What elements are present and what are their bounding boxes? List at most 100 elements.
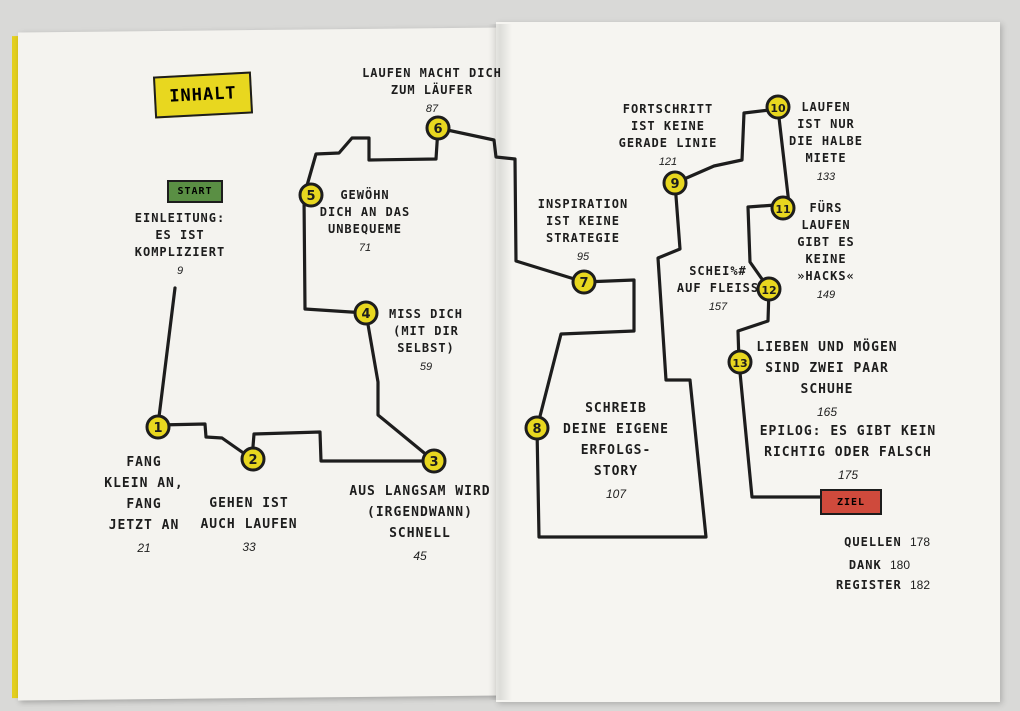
chapter-title-line: STRATEGIE — [545, 231, 621, 245]
marker-circle — [421, 448, 447, 474]
chapter-title-line: GEHEN IST — [209, 496, 289, 511]
page-title: INHALT — [152, 71, 254, 119]
chapter-title-line: DEINE EIGENE — [563, 422, 669, 437]
chapter-title-line: ES IST — [155, 228, 205, 242]
chapter-label-2: GEHEN IST AUCH LAUFEN 33 — [139, 493, 359, 558]
back-matter-page: 182 — [909, 578, 930, 592]
chapter-marker-9: 9 — [662, 170, 688, 196]
chapter-page-number: 33 — [242, 540, 256, 554]
chapter-title-line: AUS LANGSAM WIRD — [349, 484, 491, 499]
chapter-title-line: GIBT ES — [797, 235, 855, 249]
chapter-title-line: EINLEITUNG: — [134, 211, 226, 225]
marker-circle — [240, 446, 266, 472]
chapter-page-number: 45 — [413, 549, 427, 563]
chapter-marker-13: 13 — [727, 349, 753, 375]
chapter-title-line: LAUFEN MACHT DICH — [362, 66, 502, 80]
marker-circle — [727, 349, 753, 375]
marker-number: 10 — [770, 102, 786, 115]
chapter-title-line: MIETE — [805, 151, 847, 165]
marker-number: 7 — [579, 276, 588, 291]
chapter-marker-5: 5 — [298, 182, 324, 208]
back-matter-quellen: QUELLEN 178 — [830, 535, 930, 549]
chapter-marker-7: 7 — [571, 269, 597, 295]
chapter-page-number: 133 — [816, 171, 836, 183]
chapter-title-line: LAUFEN — [801, 218, 851, 232]
chapter-label-12: SCHEI%# AUF FLEISS 157 — [608, 263, 828, 316]
back-matter-label: REGISTER — [835, 578, 902, 592]
marker-circle — [756, 276, 782, 302]
chapter-title-line: LAUFEN — [801, 100, 851, 114]
chapter-title-line: SCHNELL — [389, 526, 451, 541]
book-gutter — [488, 24, 512, 700]
chapter-title-line: AUCH LAUFEN — [200, 517, 298, 532]
chapter-page-number: 107 — [605, 487, 627, 501]
chapter-marker-8: 8 — [524, 415, 550, 441]
marker-number: 11 — [775, 203, 790, 216]
chapter-label-4: MISS DICH (MIT DIR SELBST) 59 — [316, 306, 536, 376]
chapter-title-line: DIE HALBE — [788, 134, 864, 148]
chapter-title-line: KOMPLIZIERT — [134, 245, 226, 259]
chapter-page-number: 21 — [137, 541, 151, 555]
marker-circle — [425, 115, 451, 141]
chapter-page-number: 9 — [176, 265, 184, 277]
route-path — [156, 107, 822, 539]
back-matter-label: QUELLEN — [844, 535, 902, 549]
chapter-label-intro: EINLEITUNG: ES IST KOMPLIZIERT 9 — [70, 210, 290, 280]
chapter-page-number: 71 — [358, 242, 372, 254]
marker-number: 2 — [248, 453, 257, 468]
chapter-title-line: (MIT DIR — [393, 324, 459, 338]
marker-number: 5 — [306, 189, 315, 204]
marker-number: 3 — [429, 455, 438, 470]
chapter-title-line: SIND ZWEI PAAR — [765, 361, 889, 376]
chapter-title-line: GEWÖHN — [340, 188, 390, 202]
chapter-title-line: ZUM LÄUFER — [390, 83, 474, 97]
chapter-marker-3: 3 — [421, 448, 447, 474]
chapter-marker-11: 11 — [770, 195, 796, 221]
chapter-label-10: LAUFEN IST NUR DIE HALBE MIETE 133 — [716, 99, 936, 186]
chapter-title-line: MISS DICH — [388, 307, 464, 321]
marker-circle — [524, 415, 550, 441]
chapter-marker-4: 4 — [353, 300, 379, 326]
chapter-title-line: IST KEINE — [545, 214, 621, 228]
marker-number: 12 — [761, 284, 776, 297]
chapter-title-line: ERFOLGS- — [580, 443, 652, 458]
marker-number: 6 — [433, 122, 442, 137]
chapter-title-line: DICH AN DAS — [319, 205, 411, 219]
marker-circle — [353, 300, 379, 326]
chapter-page-number: 175 — [837, 468, 859, 482]
chapter-title-line: JETZT AN — [108, 518, 180, 533]
chapter-title-line: AUF FLEISS — [676, 281, 760, 295]
chapter-title-line: SCHREIB — [585, 401, 647, 416]
back-matter-register: REGISTER 182 — [830, 578, 930, 592]
chapter-title-line: UNBEQUEME — [327, 222, 403, 236]
chapter-title-line: IST NUR — [797, 117, 855, 131]
back-matter-page: 180 — [889, 558, 910, 572]
marker-circle — [298, 182, 324, 208]
marker-number: 4 — [361, 307, 370, 322]
marker-number: 1 — [153, 421, 162, 436]
chapter-title-line: SCHEI%# — [689, 264, 747, 278]
back-matter-label: DANK — [848, 558, 882, 572]
chapter-title-line: SCHUHE — [800, 382, 854, 397]
marker-number: 9 — [670, 177, 679, 192]
chapter-title-line: FÜRS — [809, 201, 843, 215]
marker-number: 13 — [732, 357, 747, 370]
marker-circle — [770, 195, 796, 221]
chapter-title-line: STORY — [593, 464, 639, 479]
chapter-page-number: 87 — [425, 103, 439, 115]
marker-circle — [662, 170, 688, 196]
chapter-marker-6: 6 — [425, 115, 451, 141]
chapter-title-line: SELBST) — [397, 341, 455, 355]
marker-number: 8 — [532, 422, 541, 437]
chapter-title-line: FANG — [126, 455, 162, 470]
marker-circle — [571, 269, 597, 295]
chapter-page-number: 157 — [708, 301, 728, 313]
chapter-page-number: 59 — [419, 361, 433, 373]
chapter-title-line: GERADE LINIE — [618, 136, 718, 150]
back-matter-dank: DANK 180 — [830, 558, 910, 572]
